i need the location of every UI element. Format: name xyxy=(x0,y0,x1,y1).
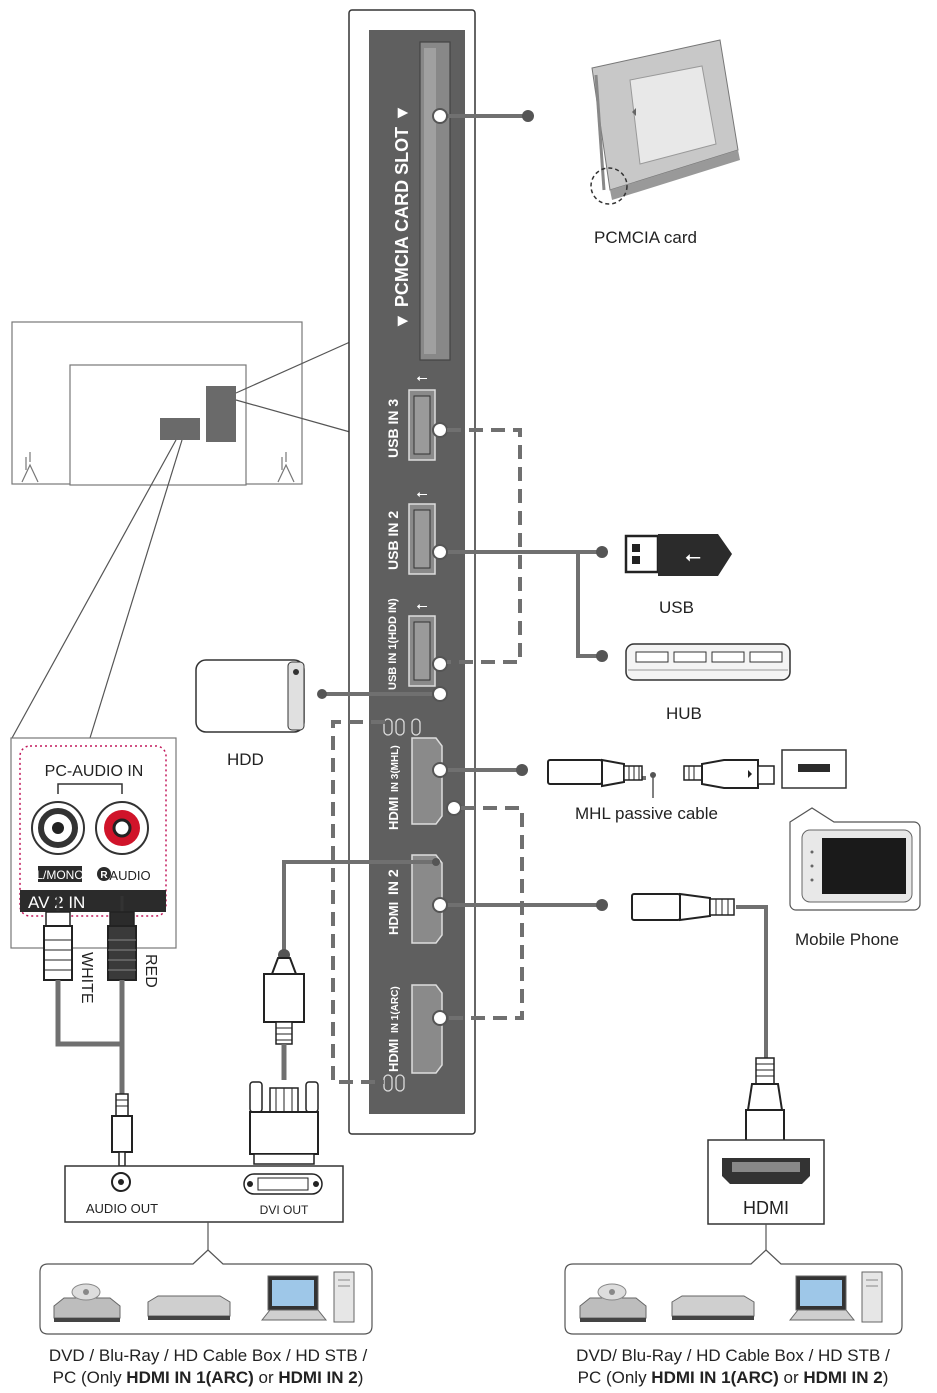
pcmcia-card xyxy=(590,39,740,205)
hdmi2-logo: HDMI xyxy=(386,902,401,935)
usb3-label: USB IN 3 xyxy=(385,399,401,458)
hdmi3-port xyxy=(411,737,443,825)
usb-stick-icon: ⭠ xyxy=(624,534,732,576)
mhl-cable-icon xyxy=(547,758,775,798)
red-cable-label: RED xyxy=(142,954,159,988)
l-mono-label: L/MONO xyxy=(36,868,83,882)
dvi-out-label: DVI OUT xyxy=(260,1203,309,1217)
hub-label: HUB xyxy=(666,704,702,723)
cable-nodes xyxy=(278,108,608,1026)
audio-out-label: AUDIO OUT xyxy=(86,1201,158,1216)
tv-back-thumbnail xyxy=(11,321,351,739)
svg-text:⭠: ⭠ xyxy=(416,598,427,614)
usb2-label: USB IN 2 xyxy=(385,511,401,570)
hdmi1-label: IN 1(ARC) xyxy=(390,986,401,1033)
hdmi-source-device: HDMI xyxy=(707,1139,825,1252)
audio-panel: PC-AUDIO IN L/MONO R AUDIO AV 2 IN xyxy=(10,737,177,949)
dashed-cables xyxy=(331,428,524,1084)
hdmi1-logo: HDMI xyxy=(386,1039,401,1072)
hdd-label: HDD xyxy=(227,750,264,769)
r-badge: R xyxy=(100,870,108,881)
hdd-icon xyxy=(195,659,305,733)
dvd-player-icon xyxy=(53,1283,121,1322)
tv-side-panel: ⭠ ⭠ ⭠ ▼ PCMCIA CARD SLOT ▼ USB IN 3 USB … xyxy=(348,9,476,1135)
white-cable-label: WHITE xyxy=(78,952,95,1004)
right-caption-line2: PC (Only HDMI IN 1(ARC) or HDMI IN 2) xyxy=(577,1368,889,1387)
dvd-player-icon xyxy=(579,1283,647,1322)
hdmi-cable-right xyxy=(631,892,785,1157)
right-caption-line1: DVD/ Blu-Ray / HD Cable Box / HD STB / xyxy=(576,1346,890,1365)
left-device-group xyxy=(39,1249,373,1335)
laptop-icon xyxy=(260,1275,328,1321)
mhl-cable-label: MHL passive cable xyxy=(575,804,718,823)
right-source-caption: DVD/ Blu-Ray / HD Cable Box / HD STB / P… xyxy=(535,1345,931,1389)
bluray-player-icon xyxy=(147,1295,231,1320)
pc-tower-icon xyxy=(333,1271,355,1323)
usb-hub-icon xyxy=(625,643,791,681)
mobile-phone-label: Mobile Phone xyxy=(795,930,899,949)
svg-text:⭠: ⭠ xyxy=(416,370,427,386)
hdmi3-label: IN 3(MHL) xyxy=(390,745,401,792)
dvi-cable xyxy=(249,957,319,1165)
hdmi3-logo: HDMI xyxy=(386,797,401,830)
pc-audio-in-title: PC-AUDIO IN xyxy=(45,763,144,780)
usb1-label: USB IN 1(HDD IN) xyxy=(387,598,399,690)
hdmi1-port xyxy=(411,984,443,1074)
right-device-group xyxy=(564,1249,903,1335)
svg-text:⭠: ⭠ xyxy=(685,544,701,568)
hdmi-output-label: HDMI xyxy=(743,1198,789,1218)
dvi-source-device: AUDIO OUT DVI OUT xyxy=(64,1165,344,1252)
rca-cables: WHITE RED xyxy=(43,896,159,1167)
pcmcia-slot-label: ▼ PCMCIA CARD SLOT ▼ xyxy=(392,104,412,330)
audio-label: AUDIO xyxy=(109,868,150,883)
mobile-phone-icon xyxy=(781,749,921,911)
svg-text:⭠: ⭠ xyxy=(416,486,427,502)
left-caption-line1: DVD / Blu-Ray / HD Cable Box / HD STB / xyxy=(48,1346,368,1365)
laptop-icon xyxy=(788,1275,856,1321)
hdmi2-label: IN 2 xyxy=(385,869,401,895)
pc-tower-icon xyxy=(861,1271,883,1323)
left-source-caption: DVD / Blu-Ray / HD Cable Box / HD STB / … xyxy=(10,1345,406,1389)
left-caption-line2: PC (Only HDMI IN 1(ARC) or HDMI IN 2) xyxy=(52,1368,364,1387)
usb-label: USB xyxy=(659,598,694,617)
hdmi2-port xyxy=(411,854,443,944)
bluray-player-icon xyxy=(671,1295,755,1320)
pcmcia-card-label: PCMCIA card xyxy=(594,228,697,247)
solid-cables xyxy=(282,114,768,1058)
